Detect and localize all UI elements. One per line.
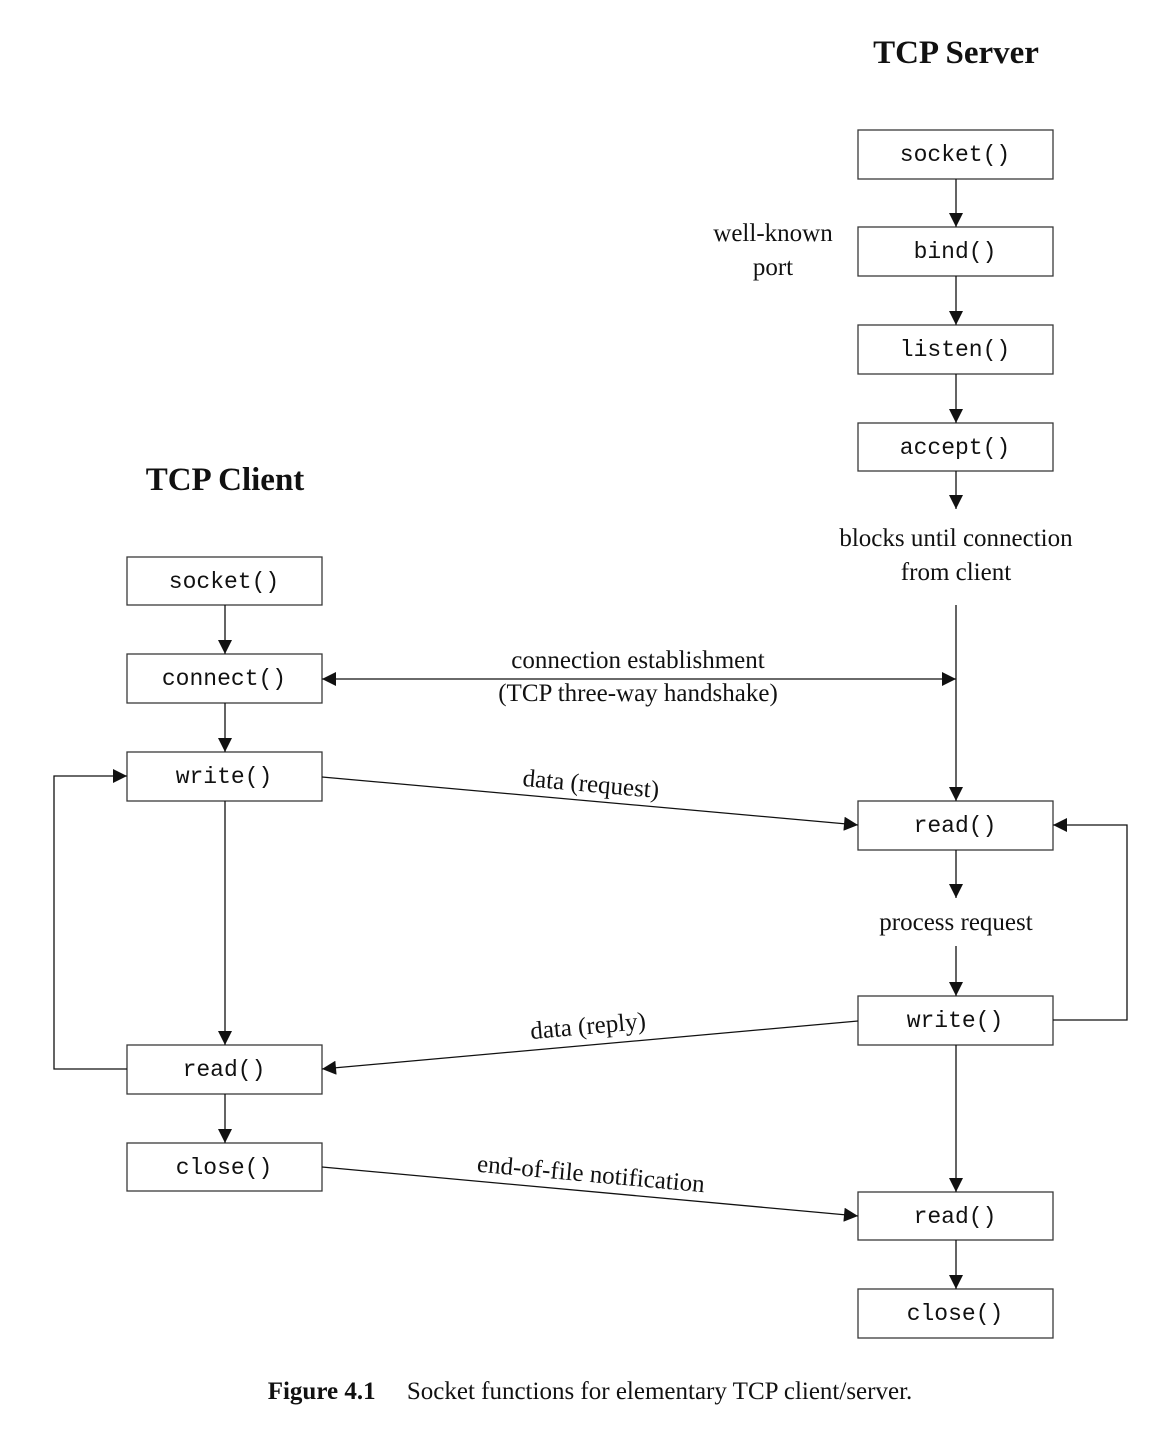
process-request-label: process request [879,909,1032,936]
client-heading: TCP Client [146,462,305,498]
server-socket-node: socket() [857,129,1054,180]
connection-label-line2: (TCP three-way handshake) [498,680,778,707]
blocks-label-line1: blocks until connection [839,525,1073,552]
client-socket-label: socket() [169,569,279,595]
server-accept-label: accept() [900,435,1010,461]
client-close-label: close() [176,1155,273,1181]
server-bind-node: bind() [857,226,1054,277]
server-read2-label: read() [914,1204,997,1230]
figure-caption: Figure 4.1 Socket functions for elementa… [268,1378,913,1405]
server-socket-label: socket() [900,142,1010,168]
data-request-arrow [321,776,859,831]
client-connect-node: connect() [126,653,323,704]
figure-number: Figure 4.1 [268,1378,376,1405]
server-loop-arrow [1053,818,1128,1021]
server-accept-node: accept() [857,422,1054,472]
server-read2-node: read() [857,1191,1054,1241]
data-reply-arrow [321,1020,859,1075]
client-read-label: read() [183,1057,266,1083]
server-write-node: write() [857,995,1054,1046]
server-read-label: read() [914,813,997,839]
well-known-label-line2: port [753,254,793,281]
client-write-node: write() [126,751,323,802]
client-write-label: write() [176,764,273,790]
server-write-label: write() [907,1008,1004,1034]
server-heading: TCP Server [873,35,1039,71]
server-bind-label: bind() [914,239,997,265]
client-connect-label: connect() [162,666,286,692]
server-listen-label: listen() [900,337,1010,363]
server-close-node: close() [857,1288,1054,1339]
server-close-label: close() [907,1301,1004,1327]
data-reply-label: data (reply) [529,1008,647,1045]
eof-arrow [321,1166,859,1222]
client-read-node: read() [126,1044,323,1095]
client-loop-arrow [53,769,127,1070]
well-known-label-line1: well-known [713,220,833,247]
figure-caption-spacer [382,1378,401,1405]
data-request-label: data (request) [522,765,661,804]
figure-caption-text: Socket functions for elementary TCP clie… [407,1378,912,1405]
client-close-node: close() [126,1142,323,1192]
blocks-label-line2: from client [901,559,1011,586]
client-socket-node: socket() [126,556,323,606]
server-read-node: read() [857,800,1054,851]
server-listen-node: listen() [857,324,1054,375]
connection-label-line1: connection establishment [511,647,764,674]
